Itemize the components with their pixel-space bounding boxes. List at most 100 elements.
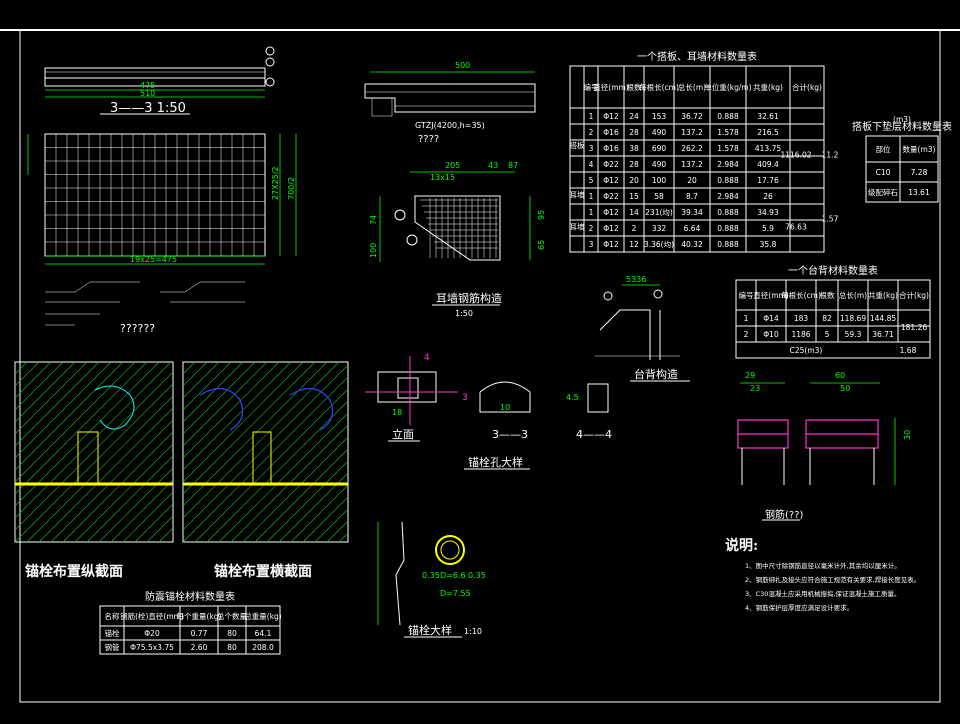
table-cell: 38 — [629, 144, 639, 153]
table-title: 一个搭板、耳墙材料数量表 — [637, 50, 757, 63]
concrete-hatch — [206, 400, 349, 543]
table-cell: Φ22 — [603, 192, 619, 201]
table-cell: 183 — [794, 314, 809, 323]
table-cell: 332 — [652, 224, 667, 233]
table-cell: Φ12 — [603, 176, 619, 185]
dim-23: 23 — [750, 384, 760, 393]
group-label: 耳墙 — [570, 190, 585, 200]
table-header: 根数 — [627, 82, 642, 92]
table-cell: 2.60 — [191, 643, 208, 652]
note-line: 1、图中尺寸除钢筋直径以毫米计外,其余均以厘米计。 — [745, 561, 901, 570]
table-title: 搭板下垫层材料数量表 — [852, 120, 952, 133]
total-cell: 11.2 — [822, 151, 839, 160]
concrete-hatch — [182, 364, 349, 531]
sec-4-4-title: 4——4 — [576, 428, 612, 441]
table-cell: 1.578 — [717, 144, 739, 153]
concrete-hatch — [14, 361, 100, 447]
anchor-detail-view: D=6.6 D=7.55 0.35 0.35 锚栓大样 1:10 — [377, 521, 486, 638]
table-header: 每根长(cm) — [781, 290, 821, 300]
table-cell: 17.76 — [757, 176, 779, 185]
table-cell: 2 — [744, 330, 749, 339]
table-header: 每个重量(kg) — [177, 611, 222, 621]
table-header: 每根长(cm) — [639, 82, 679, 92]
table-header: 根数 — [820, 290, 835, 300]
table-cell: 3 — [589, 240, 594, 249]
ear-wall-rebar-view: 205 43 87 13x15 74 100 95 65 耳墙钢筋构造 1:50 — [369, 161, 546, 318]
table-header: 总长(m) — [839, 290, 867, 300]
table-cell: 6.64 — [684, 224, 701, 233]
concrete-label: C25(m3) — [790, 346, 823, 355]
plan-title: ?????? — [120, 322, 155, 335]
table-header: 总重量(kg) — [244, 611, 282, 621]
table-header: 部位 — [876, 144, 891, 154]
table-cell: 1 — [589, 192, 594, 201]
table-header: 数量(m3) — [903, 144, 936, 154]
concrete-hatch — [182, 361, 208, 387]
anchor-long-title: 锚栓布置纵截面 — [25, 563, 123, 580]
table-cell: 80 — [227, 629, 237, 638]
table-cell: 0.888 — [717, 240, 739, 249]
ear-wall-scale: 1:50 — [455, 309, 473, 318]
svg-text:3: 3 — [462, 393, 468, 403]
concrete-hatch — [134, 503, 174, 543]
concrete-hatch — [182, 376, 349, 543]
rebar-frame-view: 29 60 23 50 30 钢筋(??) — [737, 371, 912, 521]
plan-view: 19x25=475 27X25/2 700/2 ?????? — [27, 133, 297, 335]
dim-27x25: 27X25/2 — [271, 166, 280, 200]
concrete-hatch — [182, 361, 220, 399]
dim-30: 30 — [903, 430, 912, 440]
dim-D2: D=7.55 — [440, 589, 471, 598]
concrete-hatch — [14, 361, 64, 411]
concrete-hatch — [170, 539, 174, 543]
table-cell: C10 — [876, 168, 891, 177]
note-line: 2、钢筋绑扎及接头应符合施工规范有关要求,焊接长度见表。 — [745, 575, 920, 584]
abutment-title: 台背构造 — [634, 367, 678, 381]
anchor-hole-elevation: 4 3 18 立面 10 3——3 4.5 4——4 锚栓孔大样 — [365, 353, 612, 470]
anchor-longitudinal-section: 锚栓布置纵截面 — [14, 361, 174, 580]
concrete-hatch — [182, 361, 328, 507]
group-label: 搭板 — [570, 140, 585, 150]
dim-43: 43 — [488, 161, 498, 170]
table-cell: 28 — [629, 128, 639, 137]
concrete-hatch — [14, 383, 174, 543]
table-cell: Φ14 — [763, 314, 779, 323]
dim-65: 65 — [537, 240, 546, 250]
dim-035: 0.35 — [422, 571, 440, 580]
dim-205: 205 — [445, 161, 460, 170]
table-cell: 40.32 — [681, 240, 703, 249]
table-cell: 级配碎石 — [868, 187, 898, 197]
concrete-hatch — [302, 496, 349, 543]
table-cell: Φ12 — [603, 208, 619, 217]
table-cell: 153 — [652, 112, 667, 121]
table-cell: 58 — [654, 192, 664, 201]
anchor-hole-title: 锚栓孔大样 — [468, 455, 523, 469]
ear-wall-material-table: 一个搭板、耳墙材料数量表编号直径(mm)根数每根长(cm)总长(m)单位重(kg… — [569, 50, 839, 253]
table-cell: 5 — [825, 330, 830, 339]
table-cell: 12 — [629, 240, 639, 249]
table-header: 总个数量 — [217, 611, 247, 621]
total-cell: 76.63 — [785, 223, 807, 232]
table-cell: 13.61 — [908, 188, 930, 197]
concrete-hatch — [158, 527, 174, 543]
concrete-hatch — [110, 479, 174, 543]
concrete-hatch — [14, 361, 148, 495]
dim-100: 100 — [369, 243, 378, 258]
concrete-hatch — [14, 361, 172, 519]
concrete-hatch — [14, 361, 160, 507]
table-cell: 208.0 — [252, 643, 274, 652]
table-cell: 262.2 — [681, 144, 703, 153]
concrete-hatch — [14, 361, 136, 483]
table-cell: Φ75.5x3.75 — [130, 643, 174, 652]
sec-3-3-title: 3——3 — [492, 428, 528, 441]
table-cell: Φ12 — [603, 112, 619, 121]
dim-475: 475 — [140, 81, 155, 90]
dim-18: 18 — [392, 408, 402, 417]
dim-700: 700/2 — [287, 177, 296, 200]
dim-5336: 5336 — [626, 275, 646, 284]
abutment-material-table: 一个台背材料数量表编号直径(mm)每根长(cm)根数总长(m)共重(kg)合计(… — [735, 264, 931, 359]
table-header: 单位重(kg/m) — [704, 82, 751, 92]
anchor-detail-scale: 1:10 — [464, 627, 482, 636]
table-cell: 3 — [589, 144, 594, 153]
concrete-hatch — [74, 443, 174, 543]
